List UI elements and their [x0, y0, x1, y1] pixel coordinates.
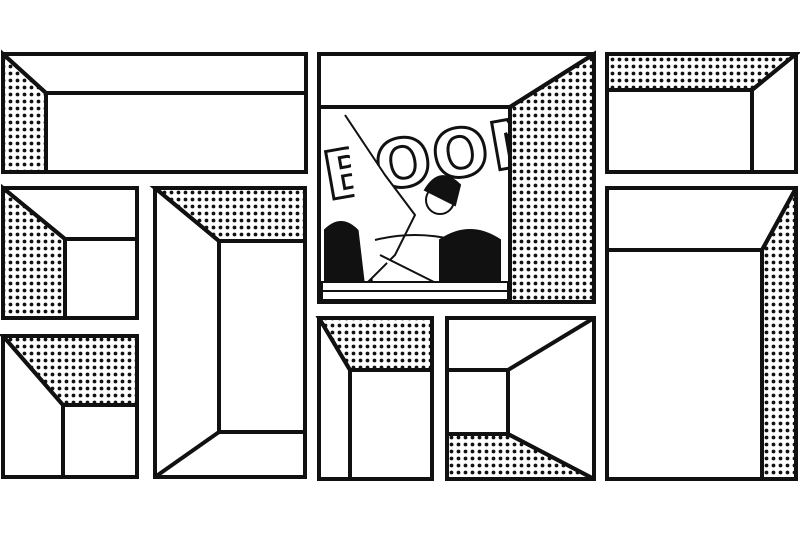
panel-top-right: [605, 52, 800, 174]
panel-left-bottom: [0, 334, 139, 479]
panel-bottom-center-right: [445, 316, 596, 481]
panel-tall-left: [149, 186, 307, 479]
panel-tall-right: [605, 186, 798, 481]
panel-top-left-wide: [0, 49, 308, 174]
panel-bottom-center-left: [315, 316, 434, 481]
boom-illustration: BOOM: [321, 109, 508, 300]
panel-left-middle: [1, 183, 139, 320]
panel-center-illustration: BOOM: [317, 50, 596, 304]
